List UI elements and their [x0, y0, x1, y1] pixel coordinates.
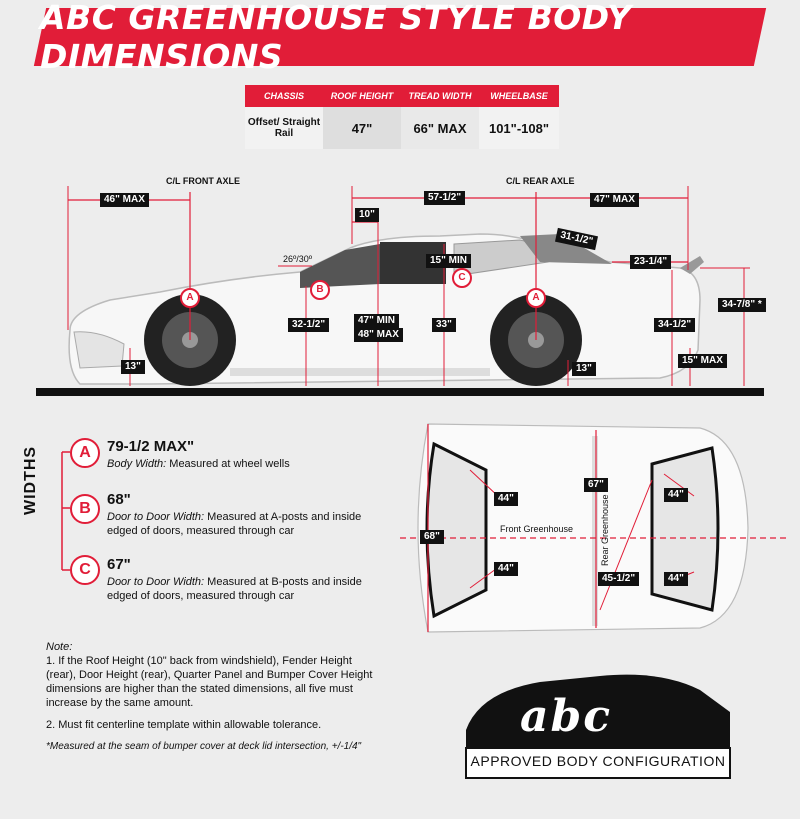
widths-bracket: [61, 451, 70, 571]
width-c-letter: C: [70, 555, 100, 585]
width-b-value: 68": [107, 491, 131, 508]
rear-lower-dim: 44": [664, 572, 688, 586]
width-b-letter: B: [70, 494, 100, 524]
spec-value-chassis: Offset/ Straight Rail: [245, 107, 323, 149]
width-a-letter: A: [70, 438, 100, 468]
front-overhang-dim: 46" MAX: [100, 193, 149, 207]
front-width-dim: 68": [420, 530, 444, 544]
rear-ground-dim: 13": [572, 362, 596, 376]
side-skirt: [230, 368, 490, 376]
note-1: 1. If the Roof Height (10" back from win…: [46, 655, 373, 709]
spec-header-wheelbase: WHEELBASE: [479, 85, 559, 107]
rear-upper-dim: 44": [664, 488, 688, 502]
logo-text: abc: [520, 691, 613, 742]
width-b-label: Door to Door Width:: [107, 511, 205, 523]
b-post-top: [592, 436, 598, 626]
windshield-top: [425, 441, 488, 619]
rear-width-dim: 67": [584, 478, 608, 492]
widths-title: WIDTHS: [22, 445, 39, 515]
front-upper-dim: 44": [494, 492, 518, 506]
rear-glass-side: [520, 234, 612, 264]
notes: Note: 1. If the Roof Height (10" back fr…: [46, 640, 376, 754]
marker-c: C: [452, 268, 472, 288]
logo-tagline: APPROVED BODY CONFIGURATION: [470, 753, 726, 769]
note-2: 2. Must fit centerline template within a…: [46, 719, 322, 731]
rear-overhang-dim: 47" MAX: [590, 193, 639, 207]
roof-to-axle-dim: 57-1/2": [424, 191, 466, 205]
front-axle-label: C/L FRONT AXLE: [166, 176, 240, 186]
front-ground-dim: 13": [121, 360, 145, 374]
marker-a-front: A: [180, 288, 200, 308]
spec-value-roof: 47": [323, 107, 401, 149]
width-b-desc: Door to Door Width: Measured at A-posts …: [107, 510, 387, 538]
b-pillar-dim: 15" MIN: [426, 254, 471, 268]
width-a-desc: Body Width: Measured at wheel wells: [107, 457, 387, 471]
door-height-dim: 33": [432, 318, 456, 332]
width-c-label: Door to Door Width:: [107, 576, 205, 588]
bumper-height-dim: 34-7/8" *: [718, 298, 766, 312]
front-greenhouse-label: Front Greenhouse: [500, 524, 574, 534]
logo-tag-box: [465, 747, 731, 779]
front-lower-dim: 44": [494, 562, 518, 576]
roof-front-dim: 10": [355, 208, 379, 222]
width-a-value: 79-1/2 MAX": [107, 438, 195, 455]
width-c-value: 67": [107, 556, 131, 573]
width-b-text: Measured at A-posts and inside edged of …: [107, 511, 362, 537]
width-a-text: Measured at wheel wells: [166, 458, 290, 470]
spec-header-tread: TREAD WIDTH: [401, 85, 479, 107]
marker-b: B: [310, 280, 330, 300]
note-3: *Measured at the seam of bumper cover at…: [46, 741, 362, 752]
roof-min-dim: 47" MIN: [354, 314, 399, 328]
rear-axle-label: C/L REAR AXLE: [506, 176, 575, 186]
deck-dim: 23-1/4": [630, 255, 672, 269]
notes-heading: Note:: [46, 641, 73, 653]
spec-header-chassis: CHASSIS: [245, 85, 323, 107]
rear-bumper-bottom-dim: 15" MAX: [678, 354, 727, 368]
rear-greenhouse-label: Rear Greenhouse: [600, 494, 610, 566]
spec-value-wheelbase: 101"-108": [479, 107, 559, 149]
spec-header-roof: ROOF HEIGHT: [323, 85, 401, 107]
angle-dim: 26º/30º: [283, 254, 313, 264]
width-c-desc: Door to Door Width: Measured at B-posts …: [107, 575, 387, 603]
windshield-side: [300, 244, 380, 288]
spoiler: [680, 256, 704, 274]
logo-car-shape: [466, 674, 730, 748]
rear-upper-line: [663, 473, 695, 497]
roof-max-dim: 48" MAX: [354, 328, 403, 342]
marker-a-rear: A: [526, 288, 546, 308]
fender-height-dim: 32-1/2": [288, 318, 330, 332]
width-a-label: Body Width:: [107, 458, 167, 470]
ground-line: [36, 388, 764, 396]
width-c-text: Measured at B-posts and inside edged of …: [107, 576, 362, 602]
rear-diag-dim: 45-1/2": [598, 572, 640, 586]
spec-table: CHASSIS ROOF HEIGHT TREAD WIDTH WHEELBAS…: [245, 85, 559, 149]
quarter-height-dim: 34-1/2": [654, 318, 696, 332]
spec-value-tread: 66" MAX: [401, 107, 479, 149]
rear-diag-line: [599, 479, 653, 611]
